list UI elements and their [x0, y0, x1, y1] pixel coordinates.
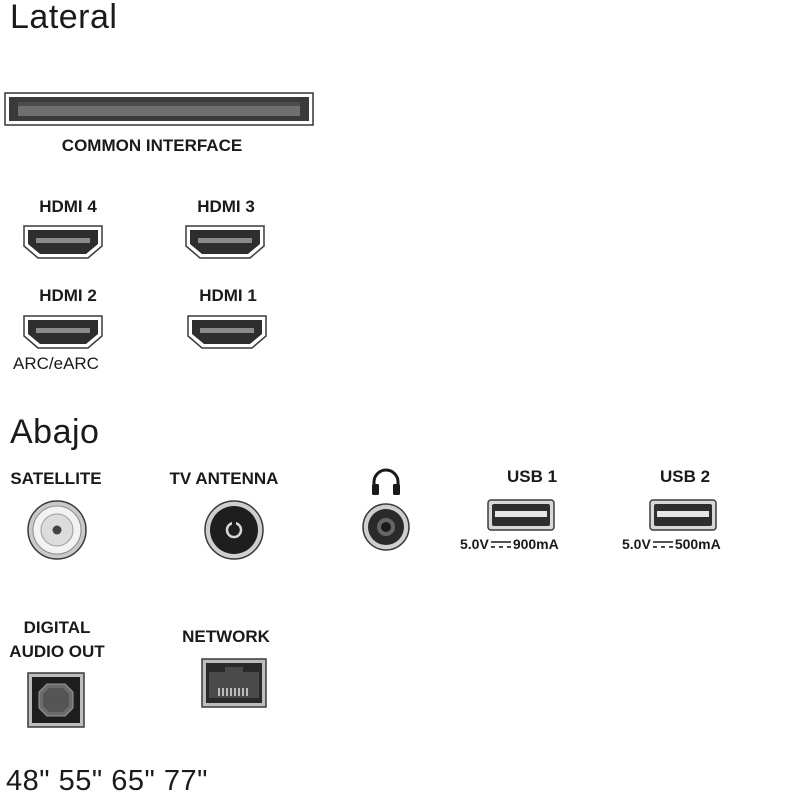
hdmi-1-label: HDMI 1 — [199, 286, 257, 305]
usb-1-power-spec: 5.0V 900mA — [460, 536, 559, 552]
hdmi-2-arc-label: ARC/eARC — [13, 354, 99, 373]
usb-2-voltage: 5.0V — [622, 536, 651, 552]
usb-1-label: USB 1 — [506, 467, 558, 486]
usb-2-port-icon — [649, 499, 717, 531]
model-sizes: 48" 55" 65" 77" — [6, 765, 208, 797]
digital-audio-label-line2: AUDIO OUT — [9, 642, 105, 661]
side-heading: Lateral — [10, 0, 118, 36]
usb-1-voltage: 5.0V — [460, 536, 489, 552]
ethernet-port-icon — [201, 658, 267, 708]
optical-port-icon — [27, 672, 85, 728]
common-interface-slot — [4, 92, 314, 126]
usb-1-port-icon — [487, 499, 555, 531]
antenna-connector-icon — [203, 499, 265, 561]
common-interface-label: COMMON INTERFACE — [61, 136, 243, 155]
dc-symbol-icon — [490, 541, 511, 549]
hdmi-4-port-icon — [22, 224, 104, 260]
hdmi-1-port-icon — [186, 314, 268, 350]
satellite-label: SATELLITE — [10, 469, 102, 488]
dc-symbol-icon — [652, 541, 673, 549]
hdmi-3-label: HDMI 3 — [197, 197, 255, 216]
usb-2-power-spec: 5.0V 500mA — [622, 536, 721, 552]
satellite-connector-icon — [26, 499, 88, 561]
digital-audio-label-line1: DIGITAL — [23, 618, 91, 637]
antenna-label: TV ANTENNA — [169, 469, 279, 488]
hdmi-2-label: HDMI 2 — [39, 286, 97, 305]
hdmi-3-port-icon — [184, 224, 266, 260]
usb-1-current: 900mA — [512, 536, 559, 552]
headphone-jack-icon — [361, 502, 411, 552]
network-label: NETWORK — [182, 627, 270, 646]
hdmi-2-port-icon — [22, 314, 104, 350]
headphones-icon — [370, 467, 402, 497]
usb-2-label: USB 2 — [659, 467, 711, 486]
hdmi-4-label: HDMI 4 — [39, 197, 97, 216]
usb-2-current: 500mA — [674, 536, 721, 552]
bottom-heading: Abajo — [10, 413, 100, 451]
